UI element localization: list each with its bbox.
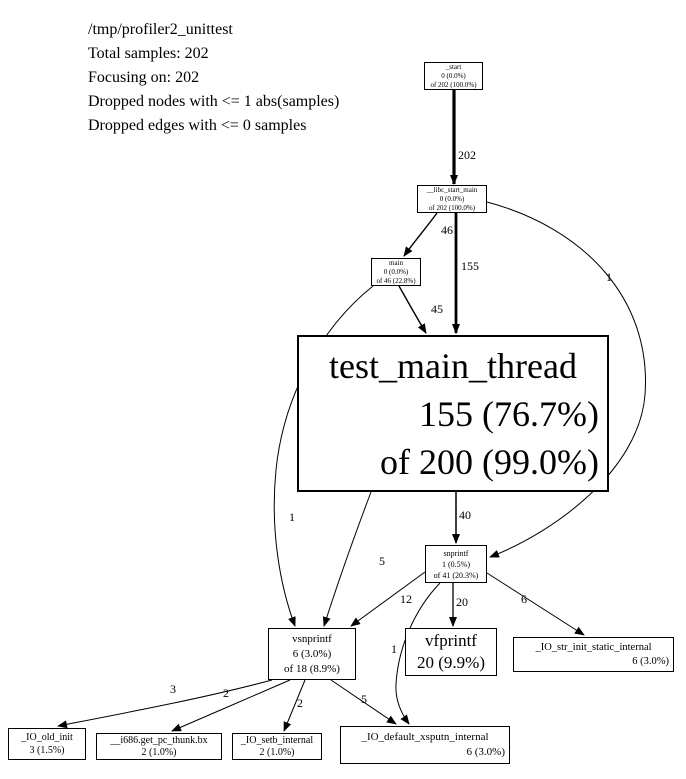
edge-label-main-to-test-main-thread: 45 — [431, 302, 443, 316]
node-main-name: main — [389, 258, 403, 267]
node-thunk-name: __i686.get_pc_thunk.bx — [110, 734, 208, 746]
node-io-old-name: _IO_old_init — [21, 732, 73, 743]
node-setb-self: 2 (1.0%) — [259, 746, 295, 758]
dropped-edges-line: Dropped edges with <= 0 samples — [88, 117, 307, 134]
edge-vsnprintf-to-xsputn — [330, 679, 397, 725]
edge-main-to-vsnprintf — [273, 285, 374, 627]
node-io-default-xsputn-internal: _IO_default_xsputn_internal 6 (3.0%) — [340, 726, 510, 764]
node-vsnprintf-self: 6 (3.0%) — [292, 647, 332, 660]
node-test-self: 155 (76.7%) — [419, 393, 599, 434]
profile-summary: /tmp/profiler2_unittest Total samples: 2… — [88, 18, 339, 138]
node-get-pc-thunk: __i686.get_pc_thunk.bx 2 (1.0%) — [96, 733, 222, 760]
node-vfprintf-self: 20 (9.9%) — [417, 653, 485, 672]
node-test-cum: of 200 (99.0%) — [380, 441, 599, 482]
focusing-line: Focusing on: 202 — [88, 69, 200, 86]
node-main: main 0 (0.0%) of 46 (22.8%) — [371, 258, 421, 286]
edge-vsnprintf-to-io-old-init — [57, 679, 273, 729]
edge-label-vsnprintf-to-xsputn: 5 — [361, 692, 367, 706]
edge-label-test-to-vsnprintf: 5 — [379, 554, 385, 568]
node-io-old-init: _IO_old_init 3 (1.5%) — [8, 728, 86, 760]
edge-snprintf-to-vsnprintf — [350, 571, 426, 627]
node-snprintf-self: 1 (0.5%) — [442, 559, 470, 569]
edge-label-vsnprintf-to-get-pc-thunk: 2 — [223, 686, 229, 700]
node-vfprintf-name: vfprintf — [425, 631, 477, 650]
node-start-cum: of 202 (100.0%) — [430, 80, 477, 89]
edge-libc-to-snprintf — [486, 201, 646, 558]
node-libc-self: 0 (0.0%) — [439, 194, 465, 203]
node-snprintf-name: snprintf — [443, 548, 469, 558]
node-snprintf: snprintf 1 (0.5%) of 41 (20.3%) — [425, 545, 487, 583]
edge-libc-to-main — [403, 212, 438, 257]
node-thunk-self: 2 (1.0%) — [141, 746, 177, 758]
node-test-main-thread: test_main_thread 155 (76.7%) of 200 (99.… — [297, 335, 609, 492]
node-io-str-init-static-internal: _IO_str_init_static_internal 6 (3.0%) — [513, 637, 674, 672]
node-libc-cum: of 202 (100.0%) — [428, 203, 476, 212]
node-vfprintf: vfprintf 20 (9.9%) — [405, 628, 497, 676]
edge-snprintf-to-io-str — [486, 572, 585, 636]
edge-label-libc-to-snprintf: 1 — [606, 270, 612, 284]
node-libc-name: __libc_start_main — [426, 185, 478, 194]
node-io-str-self: 6 (3.0%) — [632, 655, 669, 667]
edge-vsnprintf-to-get-pc-thunk — [171, 679, 291, 732]
edge-label-libc-to-main: 46 — [441, 223, 453, 237]
node-io-setb-internal: _IO_setb_internal 2 (1.0%) — [232, 733, 322, 760]
node-xsputn-name: _IO_default_xsputn_internal — [361, 731, 489, 743]
edge-label-vsnprintf-to-io-setb: 2 — [297, 696, 303, 710]
node-test-name: test_main_thread — [329, 345, 577, 386]
edge-label-snprintf-to-xsputn: 1 — [391, 642, 397, 656]
edge-label-snprintf-to-io-str: 6 — [521, 592, 527, 606]
node-main-cum: of 46 (22.8%) — [376, 276, 416, 285]
edge-label-vsnprintf-to-io-old-init: 3 — [170, 682, 176, 696]
edge-main-to-test-main-thread — [398, 285, 427, 334]
node-start-self: 0 (0.0%) — [441, 71, 466, 80]
node-start-name: _start — [445, 62, 462, 71]
node-vsnprintf-name: vsnprintf — [292, 632, 332, 645]
edge-label-start-to-libc: 202 — [458, 148, 476, 162]
node-io-old-self: 3 (1.5%) — [29, 745, 65, 756]
edge-label-libc-to-test-main-thread: 155 — [461, 259, 479, 273]
node-vsnprintf: vsnprintf 6 (3.0%) of 18 (8.9%) — [268, 628, 356, 680]
edge-label-main-to-vsnprintf: 1 — [289, 510, 295, 524]
node-main-self: 0 (0.0%) — [383, 267, 409, 276]
node-libc-start-main: __libc_start_main 0 (0.0%) of 202 (100.0… — [417, 185, 487, 213]
edge-vsnprintf-to-io-setb — [283, 679, 306, 732]
edge-label-test-to-snprintf: 40 — [459, 508, 471, 522]
profile-path: /tmp/profiler2_unittest — [88, 21, 233, 38]
edge-label-snprintf-to-vfprintf: 20 — [456, 595, 468, 609]
dropped-nodes-line: Dropped nodes with <= 1 abs(samples) — [88, 93, 340, 110]
node-start: _start 0 (0.0%) of 202 (100.0%) — [424, 62, 483, 90]
node-snprintf-cum: of 41 (20.3%) — [433, 570, 479, 580]
edge-test-to-vsnprintf — [322, 491, 372, 627]
total-samples-line: Total samples: 202 — [88, 45, 209, 62]
edge-snprintf-to-xsputn — [395, 582, 441, 725]
node-io-str-name: _IO_str_init_static_internal — [535, 641, 652, 653]
node-xsputn-self: 6 (3.0%) — [466, 746, 506, 758]
node-setb-name: _IO_setb_internal — [240, 734, 314, 746]
node-vsnprintf-cum: of 18 (8.9%) — [284, 662, 340, 675]
edge-label-snprintf-to-vsnprintf: 12 — [400, 592, 412, 606]
